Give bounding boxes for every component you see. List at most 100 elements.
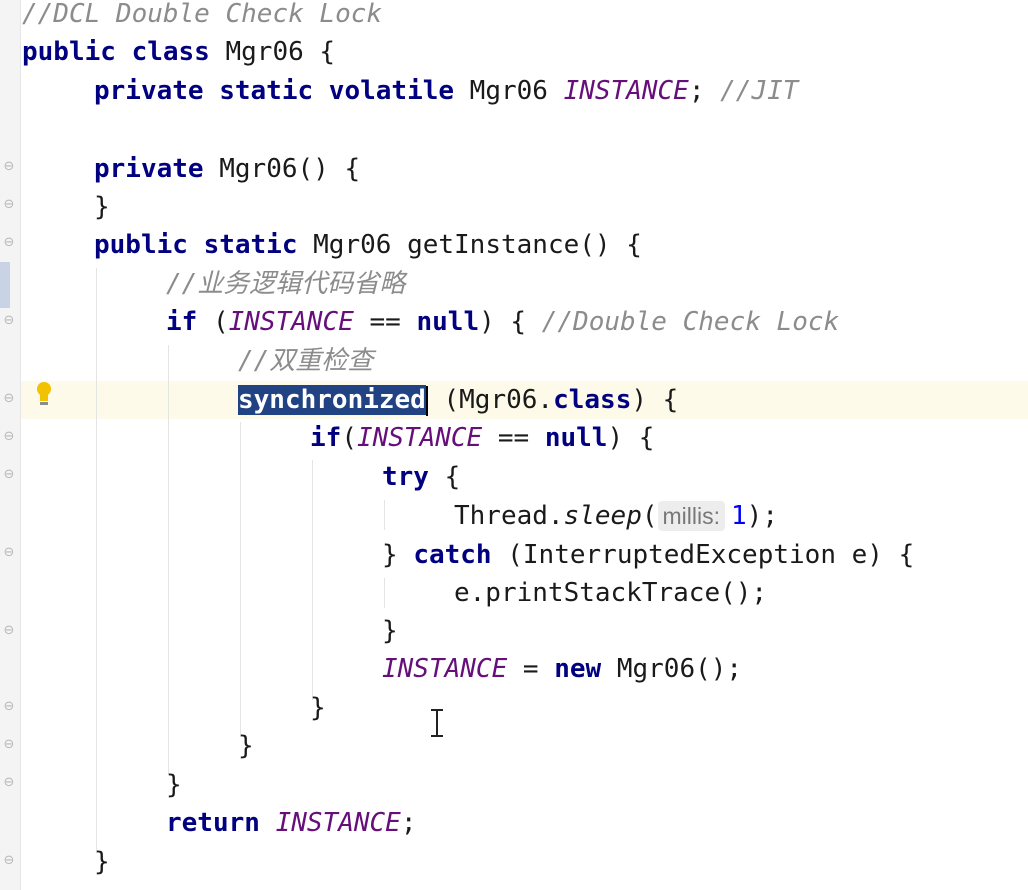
- code-text: (: [341, 423, 357, 453]
- code-method: sleep: [563, 501, 642, 531]
- code-text: Mgr06() {: [203, 154, 361, 184]
- code-line-12[interactable]: if(INSTANCE == null) {: [310, 421, 654, 455]
- code-text: Mgr06 getInstance() {: [297, 230, 642, 260]
- code-text: Thread.: [454, 501, 564, 531]
- parameter-hint: millis:: [657, 501, 726, 531]
- code-text: }: [166, 770, 182, 800]
- code-line-14[interactable]: Thread.sleep(millis:1);: [454, 499, 778, 533]
- code-text: );: [746, 501, 778, 531]
- fold-marker-icon[interactable]: ⊖: [3, 775, 15, 790]
- code-line-18[interactable]: INSTANCE = new Mgr06();: [382, 652, 742, 686]
- text-cursor-icon: [431, 709, 443, 737]
- code-text: {: [428, 462, 461, 492]
- code-text: ==: [353, 307, 417, 337]
- code-text: (Mgr06.: [427, 385, 554, 415]
- code-text: Mgr06: [454, 76, 564, 106]
- fold-marker-icon[interactable]: ⊖: [3, 197, 15, 212]
- text-caret: [425, 385, 428, 416]
- code-text: =: [507, 654, 555, 684]
- code-text: (InterruptedException e) {: [491, 540, 915, 570]
- code-field: INSTANCE: [563, 76, 689, 106]
- code-keyword: class: [553, 385, 632, 415]
- code-line-15[interactable]: } catch (InterruptedException e) {: [382, 538, 914, 572]
- code-text: ) {: [631, 385, 679, 415]
- code-keyword: private: [94, 154, 204, 184]
- indent-guide: [96, 268, 97, 853]
- code-line-5[interactable]: private Mgr06() {: [94, 152, 360, 186]
- code-line-11[interactable]: synchronized (Mgr06.class) {: [238, 383, 678, 417]
- code-line-1[interactable]: //DCL Double Check Lock: [22, 0, 382, 31]
- code-keyword: private static volatile: [94, 76, 455, 106]
- indent-guide: [168, 345, 169, 775]
- code-text: }: [94, 847, 110, 877]
- code-line-3[interactable]: private static volatile Mgr06 INSTANCE; …: [94, 74, 798, 108]
- code-text: }: [94, 192, 110, 222]
- code-keyword: if: [310, 423, 342, 453]
- fold-marker-icon[interactable]: ⊖: [3, 159, 15, 174]
- indent-guide: [240, 422, 241, 737]
- current-line-highlight: [21, 381, 1028, 419]
- code-line-13[interactable]: try {: [382, 460, 460, 494]
- code-keyword: public class: [22, 37, 210, 67]
- code-line-19[interactable]: }: [310, 691, 326, 725]
- selected-keyword[interactable]: synchronized: [238, 385, 426, 415]
- code-line-21[interactable]: }: [166, 768, 182, 802]
- fold-marker-icon[interactable]: ⊖: [3, 235, 15, 250]
- code-text: }: [382, 540, 414, 570]
- fold-marker-icon[interactable]: ⊖: [3, 545, 15, 560]
- code-line-10[interactable]: //双重检查: [238, 344, 373, 378]
- code-comment: //DCL Double Check Lock: [22, 0, 383, 29]
- code-line-22[interactable]: return INSTANCE;: [166, 806, 416, 840]
- code-text: (: [197, 307, 229, 337]
- code-line-20[interactable]: }: [238, 729, 254, 763]
- code-line-7[interactable]: public static Mgr06 getInstance() {: [94, 228, 642, 262]
- code-keyword: if: [166, 307, 198, 337]
- code-field: INSTANCE: [356, 423, 483, 453]
- code-text: Mgr06 {: [209, 37, 336, 67]
- code-keyword: catch: [413, 540, 492, 570]
- code-line-16[interactable]: e.printStackTrace();: [454, 576, 767, 610]
- code-text: [260, 808, 276, 838]
- lightbulb-icon[interactable]: [34, 380, 54, 408]
- code-comment: //业务逻辑代码省略: [166, 269, 406, 299]
- code-text: ;: [688, 76, 721, 106]
- fold-marker-icon[interactable]: ⊖: [3, 467, 15, 482]
- code-keyword: null: [416, 307, 480, 337]
- code-comment: //Double Check Lock: [541, 307, 840, 337]
- code-keyword: return: [166, 808, 260, 838]
- fold-marker-icon[interactable]: ⊖: [3, 737, 15, 752]
- fold-marker-icon[interactable]: ⊖: [3, 623, 15, 638]
- code-text: (: [641, 501, 658, 531]
- fold-marker-icon[interactable]: ⊖: [3, 699, 15, 714]
- code-keyword: public static: [94, 230, 298, 260]
- indent-guide: [384, 500, 385, 530]
- code-line-17[interactable]: }: [382, 614, 398, 648]
- code-line-8[interactable]: //业务逻辑代码省略: [166, 267, 405, 301]
- fold-marker-icon[interactable]: ⊖: [3, 429, 15, 444]
- code-text: }: [382, 616, 398, 646]
- indent-guide: [384, 578, 385, 608]
- code-text: Mgr06();: [601, 654, 743, 684]
- fold-marker-icon[interactable]: ⊖: [3, 391, 15, 406]
- code-line-2[interactable]: public class Mgr06 {: [22, 35, 335, 69]
- code-line-6[interactable]: }: [94, 190, 110, 224]
- fold-marker-icon[interactable]: ⊖: [3, 853, 15, 868]
- fold-marker-icon[interactable]: ⊖: [3, 313, 15, 328]
- code-comment: //JIT: [720, 76, 799, 106]
- code-field: INSTANCE: [382, 654, 508, 684]
- code-keyword: try: [382, 462, 429, 492]
- code-field: INSTANCE: [228, 307, 354, 337]
- indent-guide: [312, 460, 313, 700]
- code-field: INSTANCE: [275, 808, 401, 838]
- code-text: e.printStackTrace();: [454, 578, 768, 608]
- code-text: ) {: [479, 307, 542, 337]
- editor-gutter[interactable]: ⊖ ⊖ ⊖ ⊖ ⊖ ⊖ ⊖ ⊖ ⊖ ⊖ ⊖ ⊖ ⊖: [0, 0, 21, 890]
- code-line-23[interactable]: }: [94, 845, 110, 879]
- code-number: 1: [731, 501, 747, 531]
- code-text: ==: [482, 423, 545, 453]
- code-comment: //双重检查: [238, 346, 374, 376]
- gutter-change-marker: [0, 262, 10, 308]
- code-line-9[interactable]: if (INSTANCE == null) { //Double Check L…: [166, 305, 839, 339]
- code-text: }: [238, 731, 254, 761]
